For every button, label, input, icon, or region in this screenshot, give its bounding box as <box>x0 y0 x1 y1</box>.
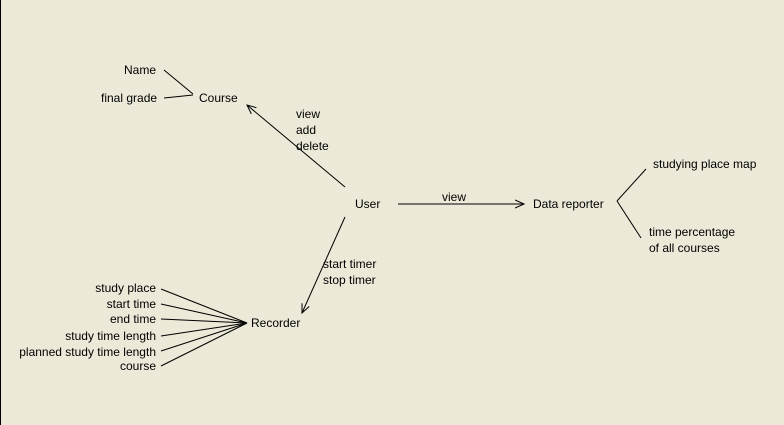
recorder-attribute-planned-study-time-length: planned study time length <box>19 345 156 359</box>
node-data-reporter[interactable]: Data reporter <box>533 197 604 211</box>
edge-label-stop-timer: stop timer <box>323 273 376 287</box>
node-user[interactable]: User <box>355 197 381 211</box>
edge-reporter-map <box>616 168 647 202</box>
edge-final-grade-course <box>163 94 194 99</box>
recorder-attribute-start-time: start time <box>106 297 156 311</box>
recorder-attribute-end-time: end time <box>109 312 156 326</box>
course-attribute-name: Name <box>124 63 157 77</box>
edge-end-time-recorder <box>160 318 248 324</box>
recorder-attribute-study-place: study place <box>95 281 156 295</box>
edge-study-time-length-recorder <box>160 322 248 337</box>
edge-reporter-percentage <box>616 200 642 239</box>
node-recorder[interactable]: Recorder <box>251 316 301 330</box>
reporter-output-map: studying place map <box>653 157 757 171</box>
edge-name-course <box>163 69 194 95</box>
recorder-attribute-study-time-length: study time length <box>65 329 156 343</box>
course-attribute-final-grade: final grade <box>101 91 158 105</box>
edge-label-add: add <box>296 123 317 137</box>
edge-course-recorder <box>160 322 248 367</box>
reporter-output-percentage-line1: time percentage <box>649 225 736 239</box>
edge-user-course <box>247 105 346 188</box>
edge-label-view: view <box>296 107 321 121</box>
edge-study-place-recorder <box>160 288 248 324</box>
recorder-attribute-edges <box>160 288 248 367</box>
reporter-output-percentage-line2: of all courses <box>649 241 720 255</box>
edge-start-time-recorder <box>160 303 248 324</box>
node-course[interactable]: Course <box>199 91 238 105</box>
edge-user-recorder <box>302 216 346 313</box>
edge-label-delete: delete <box>296 139 329 153</box>
edge-label-reporter-view: view <box>442 190 467 204</box>
edge-label-start-timer: start timer <box>323 257 377 271</box>
recorder-attribute-course: course <box>119 359 156 373</box>
edge-planned-study-time-length-recorder <box>160 322 248 352</box>
